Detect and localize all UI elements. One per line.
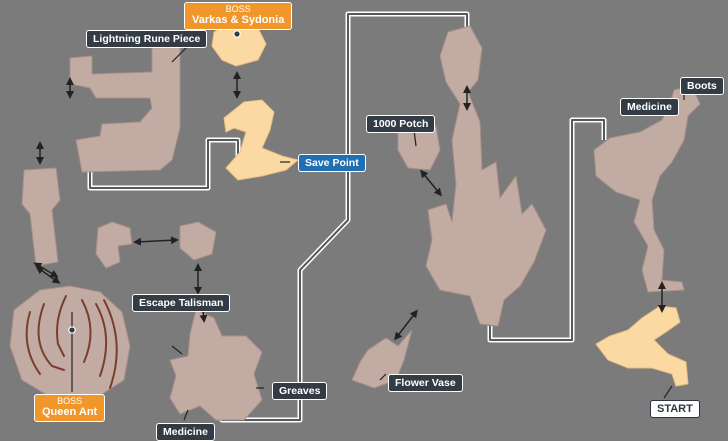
label-medicine-bottom: Medicine [156, 423, 215, 441]
room-greaves [169, 309, 263, 421]
queen-ant-ridges [25, 295, 118, 389]
label-save-point: Save Point [298, 154, 366, 172]
label-medicine-right: Medicine [620, 98, 679, 116]
label-1000-potch: 1000 Potch [366, 115, 436, 133]
room-left-column [21, 167, 61, 267]
boss-tag: BOSS [225, 4, 251, 14]
label-boots: Boots [680, 77, 724, 95]
room-central-cavern [425, 25, 547, 327]
boss-tag: BOSS [57, 396, 83, 406]
boss-label-queen-ant: BOSS Queen Ant [34, 394, 106, 422]
room-flower-vase [351, 329, 413, 389]
room-small-right [179, 221, 217, 261]
label-lightning-rune-piece: Lightning Rune Piece [86, 30, 208, 48]
boss-label-varkas-sydonia: BOSS Varkas & Sydonia [184, 2, 293, 30]
label-greaves: Greaves [272, 382, 328, 400]
boss-name: Varkas & Sydonia [192, 14, 285, 26]
room-start [595, 305, 689, 387]
room-rune-corridor [69, 45, 181, 173]
room-boss-varkas [211, 23, 267, 67]
marker-dot-icon [68, 30, 241, 334]
boss-name: Queen Ant [42, 406, 98, 418]
label-escape-talisman: Escape Talisman [132, 294, 231, 312]
label-start: START [650, 400, 700, 418]
label-flower-vase: Flower Vase [388, 374, 463, 392]
room-save-point [223, 99, 300, 181]
room-small-left [95, 221, 133, 269]
room-right [593, 85, 701, 293]
rooms [9, 25, 701, 421]
highlight-rooms [211, 23, 689, 387]
